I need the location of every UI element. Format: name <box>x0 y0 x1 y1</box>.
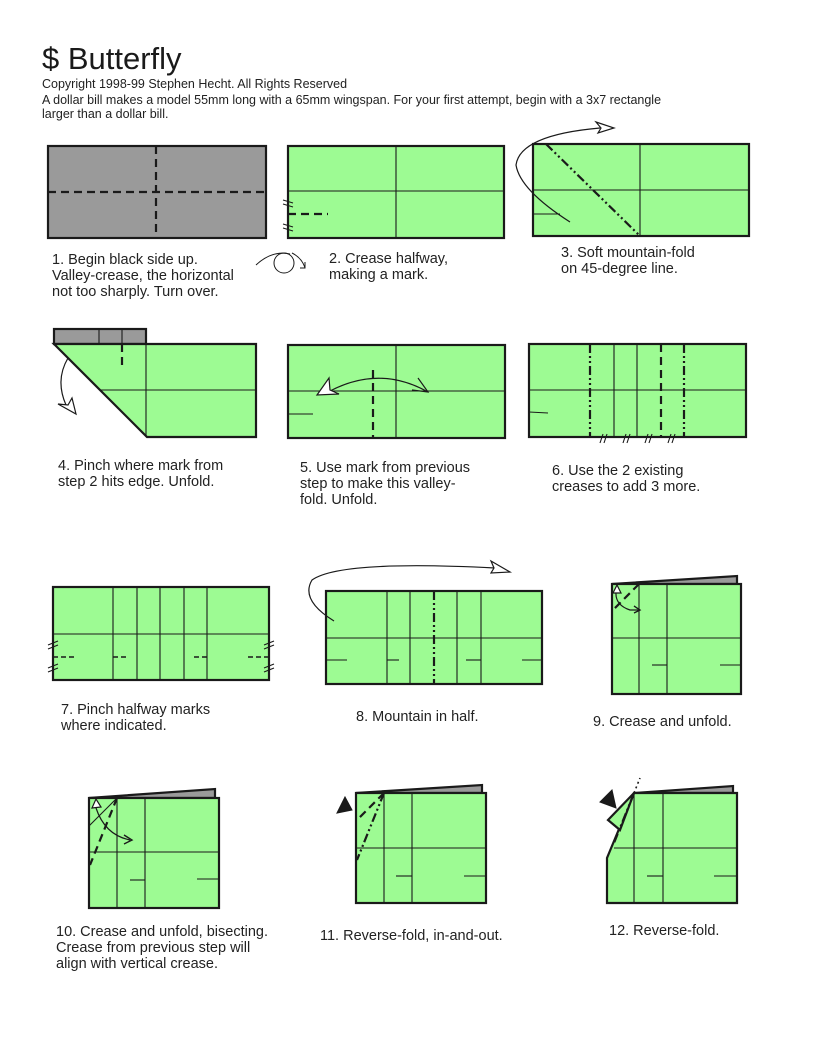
step-7-diagram <box>47 585 275 682</box>
step-12-caption: 12. Reverse-fold. <box>609 923 720 939</box>
step-1-diagram <box>46 144 268 240</box>
step-5-caption: 5. Use mark from previous step to make t… <box>300 460 471 508</box>
equal-marks-icon <box>599 433 676 444</box>
step-6-diagram <box>527 342 748 444</box>
step-3-caption: 3. Soft mountain-fold on 45-degree line. <box>561 245 695 277</box>
step-2-diagram <box>282 144 506 240</box>
copyright-notice: Copyright 1998-99 Stephen Hecht. All Rig… <box>42 77 348 91</box>
step-1-caption: 1. Begin black side up. Valley-crease, t… <box>52 252 234 300</box>
page-title: $ Butterfly <box>42 41 182 76</box>
step-5-diagram <box>286 343 507 440</box>
turn-over-icon <box>255 252 306 274</box>
step-3-diagram <box>515 120 751 238</box>
step-9-diagram <box>610 574 743 696</box>
step-4-diagram <box>51 327 258 439</box>
step-2-caption: 2. Crease halfway, making a mark. <box>329 251 449 283</box>
step-7-caption: 7. Pinch halfway marks where indicated. <box>61 702 211 734</box>
push-arrow-icon <box>599 789 617 809</box>
intro-text: A dollar bill makes a model 55mm long wi… <box>42 93 662 121</box>
equal-marks-icon <box>47 640 275 673</box>
step-6-caption: 6. Use the 2 existing creases to add 3 m… <box>552 463 701 495</box>
step-11-diagram <box>336 783 488 905</box>
step-8-diagram <box>308 559 544 686</box>
step-12-diagram <box>599 777 739 905</box>
step-8-caption: 8. Mountain in half. <box>356 709 479 725</box>
equal-marks-icon <box>282 199 294 232</box>
step-4-caption: 4. Pinch where mark from step 2 hits edg… <box>58 458 224 490</box>
step-9-caption: 9. Crease and unfold. <box>593 714 732 730</box>
step-11-caption: 11. Reverse-fold, in-and-out. <box>320 928 503 944</box>
step-10-caption: 10. Crease and unfold, bisecting. Crease… <box>56 924 268 972</box>
push-arrow-icon <box>336 795 353 814</box>
step-10-diagram <box>87 787 221 910</box>
